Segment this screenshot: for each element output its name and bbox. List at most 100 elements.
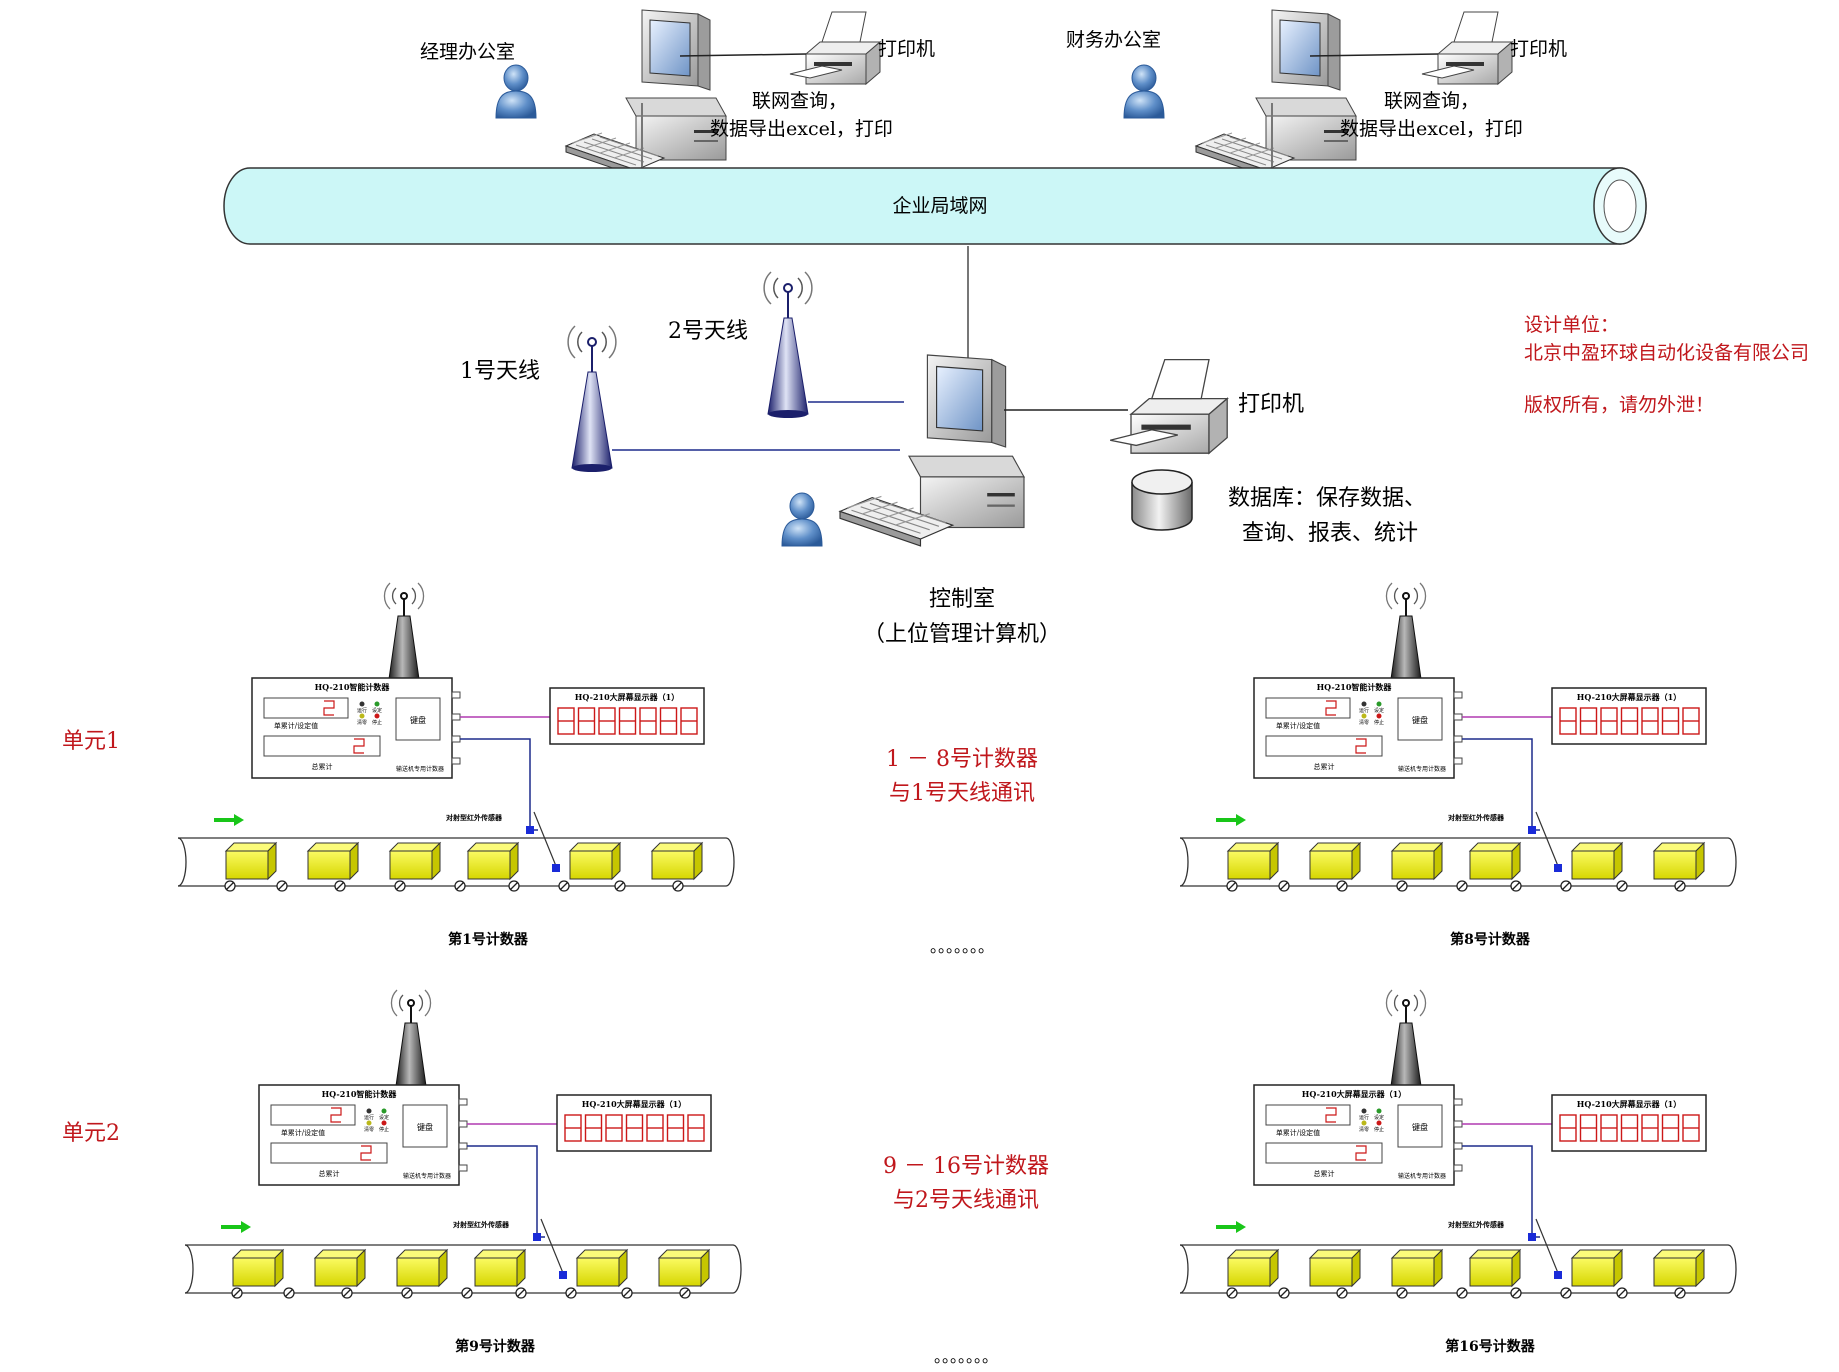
counter-panel (1253, 1084, 1455, 1186)
package-box (1391, 1249, 1443, 1287)
single-count-display (270, 1104, 356, 1126)
single-count-label: 单累计/设定值 (1276, 1128, 1320, 1137)
conveyor-roller (1616, 880, 1628, 892)
indicator-label: 清零 (357, 719, 367, 726)
indicator-label: 停止 (1374, 719, 1384, 726)
computer-icon (1195, 9, 1357, 177)
manager-office-label: 经理办公室 (420, 41, 515, 63)
conveyor-belt (185, 1244, 742, 1294)
manager-printer-label: 打印机 (878, 38, 935, 60)
indicator-label: 运行 (1359, 1114, 1369, 1121)
package-box (1653, 842, 1705, 880)
indicator-label: 清零 (364, 1126, 374, 1133)
keyboard-area (395, 697, 441, 741)
manager-office: 经理办公室 打印机 联网查询， 数据导出excel，打印 (420, 9, 935, 177)
designer-block: 设计单位： 北京中盈环球自动化设备有限公司 版权所有，请勿外泄！ (1524, 314, 1809, 416)
conveyor-roller (224, 880, 236, 892)
indicator-label: 运行 (357, 707, 367, 714)
total-label: 总累计 (1314, 1169, 1335, 1178)
database-icon (1131, 469, 1193, 531)
status-indicator (1361, 1108, 1367, 1114)
total-label: 总累计 (1314, 762, 1335, 771)
single-count-display (1265, 697, 1351, 719)
status-indicator (1376, 1108, 1382, 1114)
db-line1: 数据库：保存数据、 (1228, 486, 1426, 511)
sensor-receiver (1554, 1271, 1562, 1279)
status-indicator (1376, 701, 1382, 707)
direction-arrow-icon (1216, 1221, 1246, 1233)
single-count-label: 单累计/设定值 (1276, 721, 1320, 730)
sensor-receiver (559, 1271, 567, 1279)
conveyor-roller (1226, 880, 1238, 892)
counter-panel (1253, 677, 1455, 779)
package-box (658, 1249, 710, 1287)
conveyor-roller (1226, 1287, 1238, 1299)
antenna-icon (763, 271, 813, 419)
indicator-label: 停止 (372, 719, 382, 726)
conveyor-roller (614, 880, 626, 892)
printer-icon (1109, 358, 1228, 454)
finance-desc-line2: 数据导出excel，打印 (1340, 118, 1523, 140)
computer-icon (565, 9, 727, 177)
conveyor-roller (1560, 880, 1572, 892)
keyboard-area (402, 1104, 448, 1148)
total-label: 总累计 (319, 1169, 340, 1178)
counter-station: HQ-210智能计数器单累计/设定值总累计运行设定清零停止键盘输送机专用计数器H… (184, 989, 742, 1355)
package-box (1227, 842, 1279, 880)
conveyor-roller (515, 1287, 527, 1299)
status-indicator (366, 1120, 372, 1126)
conveyor-roller (1510, 880, 1522, 892)
indicator-label: 清零 (1359, 719, 1369, 726)
sensor-emitter (1528, 1233, 1536, 1241)
package-box (232, 1249, 284, 1287)
indicator-label: 设定 (372, 707, 382, 714)
antenna-icon (390, 989, 432, 1097)
large-display-title: HQ-210大屏幕显示器（1） (1577, 1099, 1681, 1109)
large-display-title: HQ-210大屏幕显示器（1） (1577, 692, 1681, 702)
status-indicator (374, 713, 380, 719)
sensor-emitter (533, 1233, 541, 1241)
indicator-label: 清零 (1359, 1126, 1369, 1133)
status-indicator (366, 1108, 372, 1114)
total-label: 总累计 (312, 762, 333, 771)
station-caption: 第8号计数器 (1450, 931, 1531, 948)
package-box (1391, 842, 1443, 880)
conveyor-belt (1180, 837, 1737, 887)
conveyor-roller (621, 1287, 633, 1299)
unit2-comm-line2: 与2号天线通讯 (893, 1188, 1039, 1213)
counter-panel (251, 677, 453, 779)
sensor-receiver (1554, 864, 1562, 872)
antenna-icon (1385, 582, 1427, 690)
status-indicator (1376, 713, 1382, 719)
conveyor-roller (1560, 1287, 1572, 1299)
conveyor-roller (276, 880, 288, 892)
conveyor-roller (1396, 1287, 1408, 1299)
counter-station: HQ-210大屏幕显示器（1）单累计/设定值总累计运行设定清零停止键盘输送机专用… (1179, 989, 1737, 1355)
single-count-label: 单累计/设定值 (281, 1128, 325, 1137)
conveyor-roller (508, 880, 520, 892)
package-box (569, 842, 621, 880)
conveyor-roller (1616, 1287, 1628, 1299)
control-room-subtitle: （上位管理计算机） (863, 622, 1061, 647)
package-box (314, 1249, 366, 1287)
finance-desc-line1: 联网查询， (1384, 90, 1479, 112)
antenna2-label: 2号天线 (668, 319, 748, 344)
control-printer-label: 打印机 (1238, 392, 1304, 417)
conveyor-roller (231, 1287, 243, 1299)
conveyor-roller (341, 1287, 353, 1299)
panel-footer: 输送机专用计数器 (1398, 765, 1446, 773)
status-indicator (1361, 713, 1367, 719)
conveyor-roller (1674, 880, 1686, 892)
finance-office: 财务办公室 打印机 联网查询， 数据导出excel，打印 (1066, 9, 1567, 177)
conveyor-roller (1674, 1287, 1686, 1299)
package-box (1309, 1249, 1361, 1287)
panel-title: HQ-210智能计数器 (1317, 682, 1393, 692)
unit1-label: 单元1 (62, 729, 120, 754)
keyboard-label: 键盘 (410, 715, 426, 725)
conveyor-roller (394, 880, 406, 892)
panel-title: HQ-210智能计数器 (322, 1089, 398, 1099)
conveyor-roller (1510, 1287, 1522, 1299)
printer-icon (1421, 11, 1513, 85)
counter-station: HQ-210智能计数器单累计/设定值总累计运行设定清零停止键盘输送机专用计数器H… (177, 582, 735, 948)
conveyor-roller (558, 880, 570, 892)
